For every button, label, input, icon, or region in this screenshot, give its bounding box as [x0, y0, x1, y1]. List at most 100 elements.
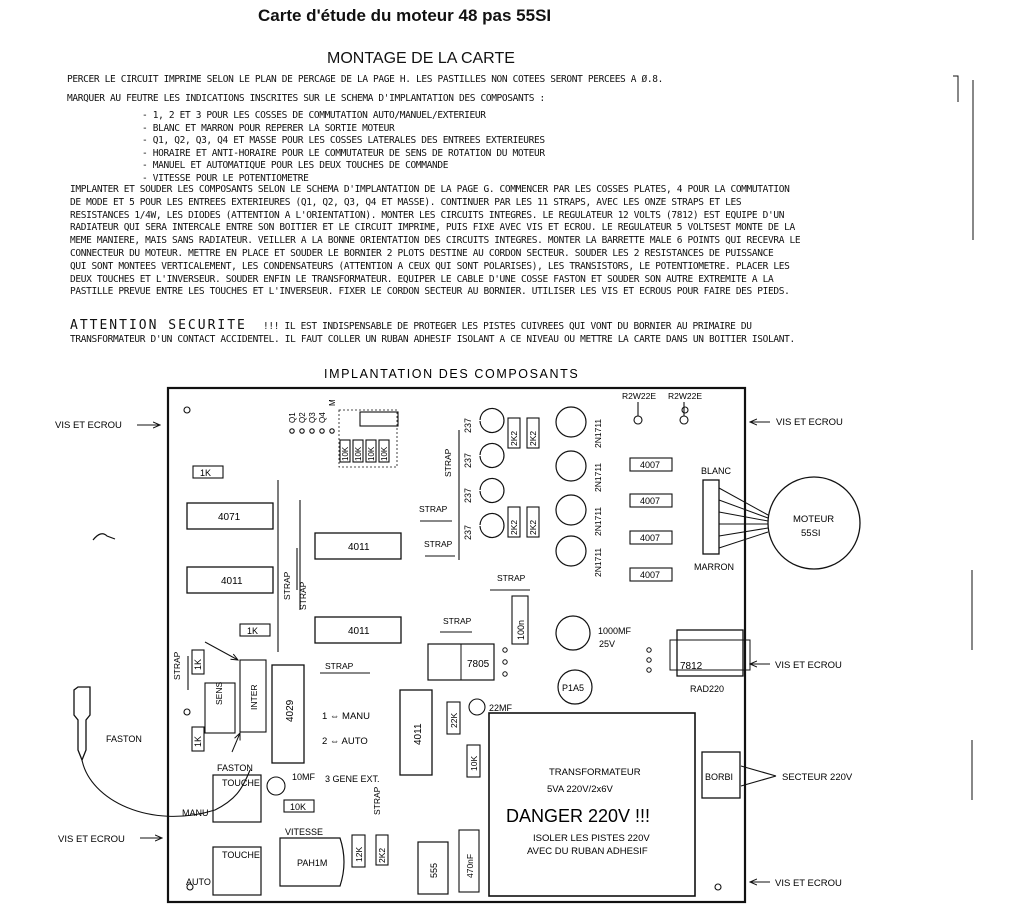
warning-line: !!! IL EST INDISPENSABLE DE PROTEGER LES…: [263, 321, 752, 332]
intro-line: MARQUER AU FEUTRE LES INDICATIONS INSCRI…: [67, 92, 545, 104]
assembly-line: RESISTANCES 1/4W, LES DIODES (ATTENTION …: [70, 209, 785, 221]
motor-circle: [767, 476, 861, 570]
resistor-label: 10K: [469, 756, 479, 771]
ic-label: 555: [429, 863, 439, 878]
transistor-label: 2N1711: [593, 419, 603, 448]
capacitor-label: 1000MF: [598, 626, 632, 636]
list-item: - VITESSE POUR LE POTENTIOMETRE: [142, 172, 309, 184]
faston-label: FASTON: [106, 734, 142, 744]
assembly-line: MEME MANIERE, MAIS SANS RADIATEUR. VEILL…: [70, 235, 801, 247]
touche-label: MANU: [182, 808, 209, 818]
q-label: M: [328, 399, 337, 406]
list-item: - MANUEL ET AUTOMATIQUE POUR LES DEUX TO…: [142, 160, 449, 172]
assembly-line: DE MODE ET 5 POUR LES ENTREES EXTERIEURE…: [70, 196, 742, 208]
faston-label: FASTON: [217, 763, 253, 773]
mode-label: 2 ⇔ AUTO: [322, 736, 368, 747]
assembly-line: PASTILLE PREVUE ENTRE LES TOUCHES ET L'I…: [70, 286, 790, 298]
resistor-label: R2W22E: [668, 391, 702, 401]
motor-wire-label: MARRON: [694, 562, 734, 572]
capacitor-label: 10MF: [292, 772, 316, 782]
q-label: Q1: [288, 412, 297, 423]
resistor-label: R2W22E: [622, 391, 656, 401]
circuit-board-outline: [166, 386, 747, 904]
transistor-label: 2N1711: [593, 463, 603, 492]
strap-label: STRAP: [298, 581, 308, 610]
potentiometer-label: P1A5: [562, 683, 584, 693]
assembly-line: DEUX TOUCHES ET L'INVERSEUR. SOUDER ENFI…: [70, 273, 774, 285]
resistor-label: 2K2: [509, 520, 519, 535]
switch-label: SENS: [214, 682, 224, 705]
resistor-label: 10K: [380, 446, 389, 461]
transistor-label: 237: [463, 418, 473, 433]
resistor-label: 10K: [354, 446, 363, 461]
resistor-label: 1K: [247, 626, 258, 636]
capacitor-label: 25V: [599, 639, 615, 649]
danger-label: DANGER 220V !!!: [506, 806, 650, 826]
page-title: Carte d'étude du moteur 48 pas 55SI: [258, 6, 552, 25]
assembly-line: CONNECTEUR DU MOTEUR. METTRE EN PLACE ET…: [70, 247, 774, 259]
resistor-label: 2K2: [509, 431, 519, 446]
strap-label: STRAP: [282, 571, 292, 600]
resistor-label: 22K: [449, 713, 459, 728]
ic-label: 4011: [348, 542, 370, 553]
pen-mark: [92, 533, 116, 541]
capacitor-1000mf: [555, 615, 591, 651]
switch-label: INTER: [249, 685, 259, 711]
list-item: - HORAIRE ET ANTI-HORAIRE POUR LE COMMUT…: [142, 147, 545, 159]
strap-label: STRAP: [419, 504, 448, 514]
regulator-label: 7812: [680, 661, 703, 672]
transistor-label: 237: [463, 525, 473, 540]
strap-label: STRAP: [372, 786, 382, 815]
assembly-paragraph: IMPLANTER ET SOUDER LES COMPOSANTS SELON…: [70, 184, 801, 299]
isolation-note: ISOLER LES PISTES 220V: [533, 833, 650, 844]
heatsink-label: RAD220: [690, 684, 724, 694]
diode-label: 4007: [640, 460, 660, 470]
motor-label: MOTEUR: [793, 514, 834, 525]
capacitor-label: 470nF: [465, 854, 475, 878]
regulator-label: 7805: [467, 659, 490, 670]
screw-label: VIS ET ECROU: [776, 417, 843, 428]
assembly-line: RADIATEUR QUI SERA INTERCALE ENTRE SON B…: [70, 222, 795, 234]
assembly-line: QUI SONT MONTEES VERTICALEMENT, LES COND…: [70, 260, 790, 272]
screw-label: VIS ET ECROU: [58, 834, 125, 845]
touche-manu: [212, 774, 262, 823]
ic-label: 4011: [221, 576, 243, 587]
motor-connector: [702, 479, 720, 555]
resistor-label: 2K2: [377, 848, 387, 863]
diagram-heading: IMPLANTATION DES COMPOSANTS: [324, 367, 579, 381]
intro-paragraph: PERCER LE CIRCUIT IMPRIME SELON LE PLAN …: [67, 74, 663, 106]
motor-model: 55SI: [801, 528, 821, 539]
screw-label: VIS ET ECROU: [775, 878, 842, 889]
warning-line: TRANSFORMATEUR D'UN CONTACT ACCIDENTEL. …: [70, 334, 795, 345]
transistor-label: 2N1711: [593, 548, 603, 577]
resistor-label: 10K: [341, 446, 350, 461]
section-title: MONTAGE DE LA CARTE: [327, 50, 515, 67]
strap-label: STRAP: [443, 616, 472, 626]
touche-label: TOUCHE: [222, 850, 260, 860]
resistor-label: 10K: [367, 446, 376, 461]
warning-heading: ATTENTION SECURITE: [70, 318, 247, 333]
intro-line: PERCER LE CIRCUIT IMPRIME SELON LE PLAN …: [67, 74, 664, 85]
strap-label: STRAP: [172, 651, 182, 680]
markings-list: - 1, 2 ET 3 POUR LES COSSES DE COMMUTATI…: [142, 110, 545, 186]
transistor-label: 237: [463, 488, 473, 503]
ic-label: 4011: [348, 626, 370, 637]
capacitor-label: 22MF: [489, 703, 513, 713]
mains-label: SECTEUR 220V: [782, 772, 853, 783]
potentiometer-label: PAH1M: [297, 858, 327, 868]
safety-warning: ATTENTION SECURITE !!! IL EST INDISPENSA…: [70, 318, 795, 346]
strap-label: STRAP: [443, 448, 453, 477]
touche-label: TOUCHE: [222, 778, 260, 788]
isolation-note: AVEC DU RUBAN ADHESIF: [527, 846, 648, 857]
resistor-label: 2K2: [528, 520, 538, 535]
strap-label: STRAP: [325, 661, 354, 671]
transistor-label: 237: [463, 453, 473, 468]
touche-label: AUTO: [186, 877, 211, 887]
mode-label: 1 ⇔ MANU: [322, 711, 370, 722]
motor-wire-label: BLANC: [701, 466, 732, 476]
transformer-label: TRANSFORMATEUR: [549, 767, 641, 778]
touche-auto: [212, 846, 262, 896]
resistor-label: 2K2: [528, 431, 538, 446]
resistor-label: 1K: [200, 468, 211, 478]
